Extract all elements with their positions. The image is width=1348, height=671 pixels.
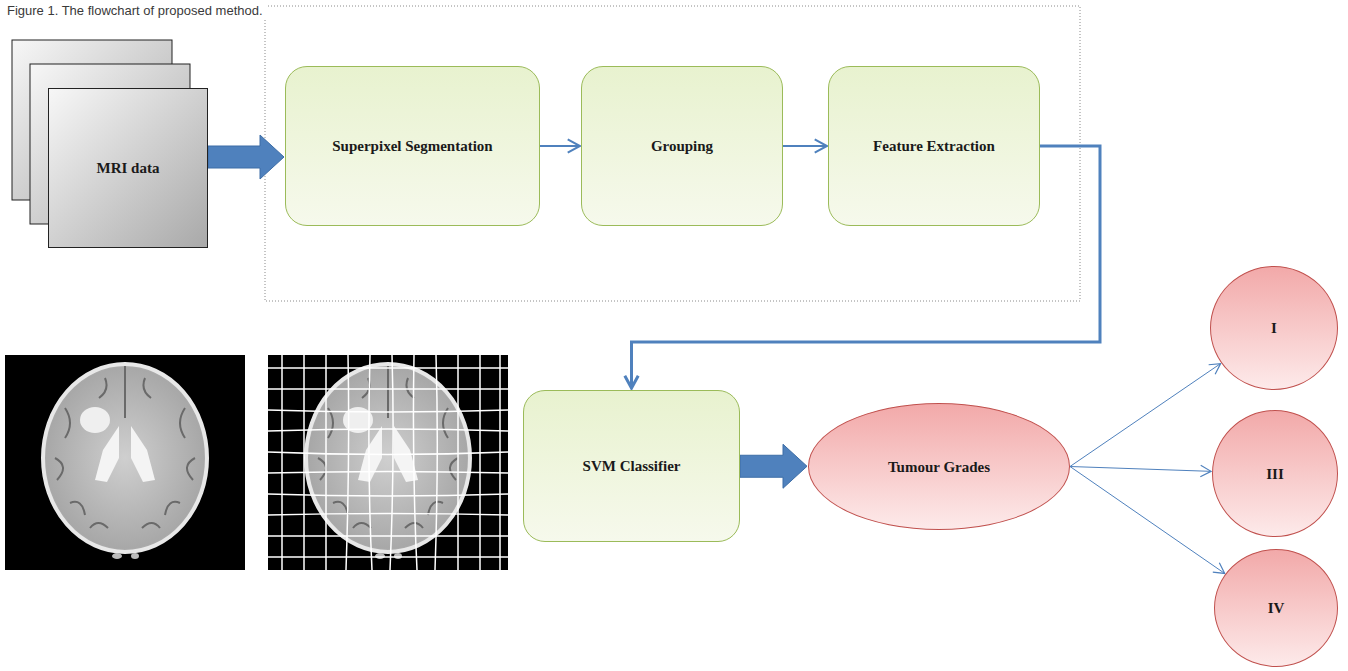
process-box: Feature Extraction bbox=[828, 66, 1040, 226]
connector-arrow bbox=[540, 139, 580, 152]
mri-image bbox=[5, 355, 245, 570]
node-label: MRI data bbox=[97, 159, 160, 177]
connector-arrow bbox=[208, 135, 284, 179]
connector-arrow bbox=[1070, 364, 1221, 467]
connector-arrow bbox=[1070, 465, 1211, 476]
node-label: IV bbox=[1268, 599, 1285, 617]
connector-arrow bbox=[740, 444, 807, 488]
connector-arrow bbox=[1070, 467, 1225, 574]
node-label: III bbox=[1266, 465, 1284, 483]
node-label: Feature Extraction bbox=[873, 137, 995, 155]
node-label: Tumour Grades bbox=[888, 458, 990, 476]
node-label: Grouping bbox=[651, 137, 713, 155]
data-stack: MRI data bbox=[48, 88, 208, 248]
grade-circle: III bbox=[1212, 410, 1338, 537]
connector-arrow bbox=[783, 139, 827, 152]
process-box: Grouping bbox=[581, 66, 783, 226]
grade-circle: IV bbox=[1214, 549, 1338, 667]
superpixel-image bbox=[268, 355, 508, 570]
grade-circle: I bbox=[1210, 266, 1338, 390]
figure-caption: Figure 1. The flowchart of proposed meth… bbox=[4, 2, 266, 19]
output-ellipse: Tumour Grades bbox=[808, 403, 1070, 530]
node-label: I bbox=[1271, 319, 1277, 337]
node-label: SVM Classifier bbox=[583, 457, 681, 475]
node-label: Superpixel Segmentation bbox=[332, 137, 492, 155]
process-box: SVM Classifier bbox=[523, 390, 740, 542]
group-frame bbox=[265, 6, 1080, 301]
process-box: Superpixel Segmentation bbox=[285, 66, 540, 226]
